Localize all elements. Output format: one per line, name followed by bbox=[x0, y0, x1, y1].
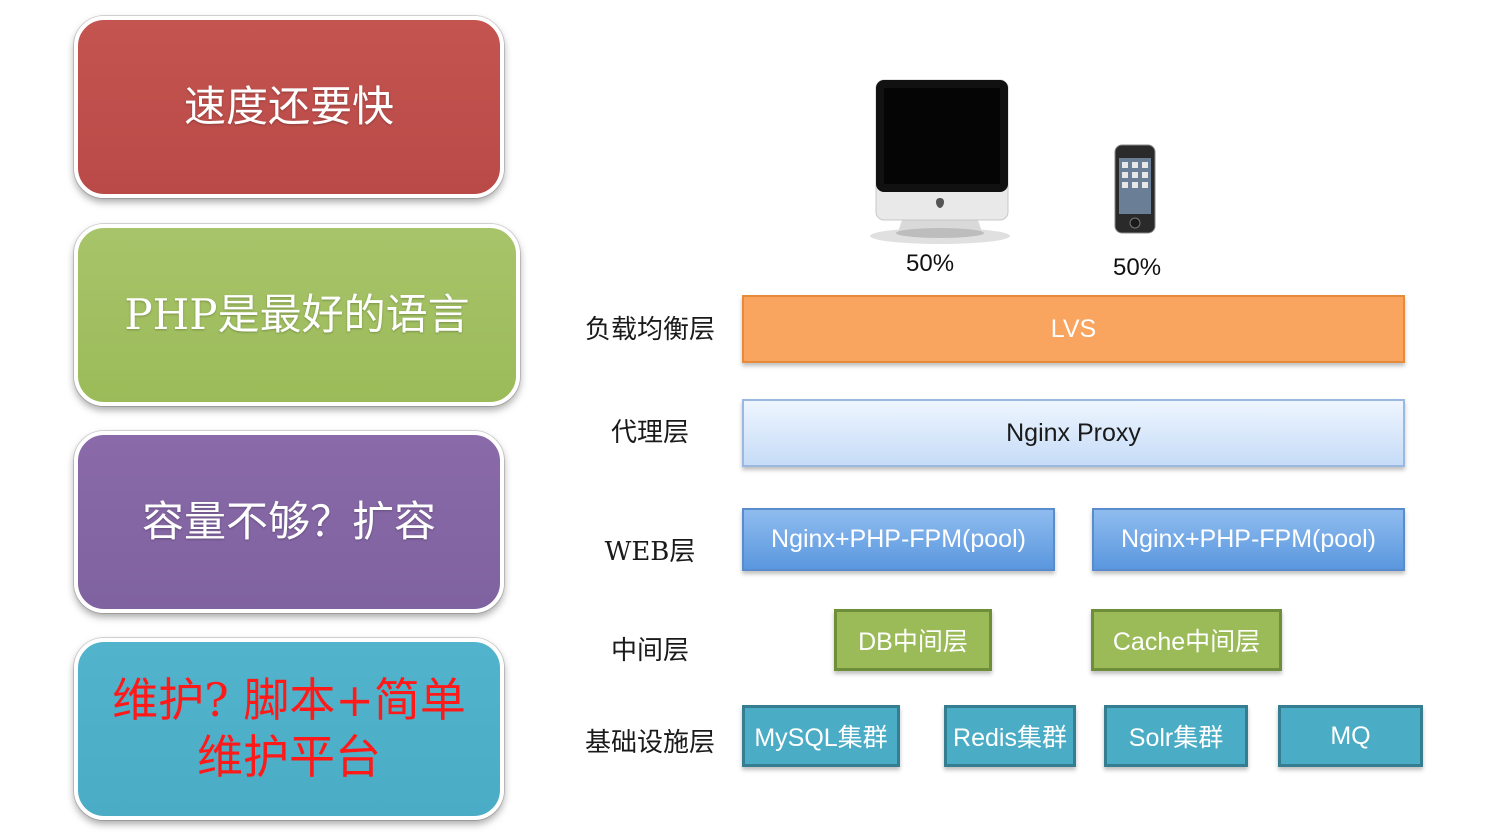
cache-middle-box: Cache中间层 bbox=[1091, 609, 1282, 671]
redis-cluster-box: Redis集群 bbox=[944, 705, 1076, 767]
desktop-computer-icon bbox=[870, 79, 1010, 244]
nginx-proxy-box: Nginx Proxy bbox=[742, 399, 1405, 467]
label-web: WEB层 bbox=[604, 537, 696, 567]
lvs-box: LVS bbox=[742, 295, 1405, 363]
mysql-cluster-box: MySQL集群 bbox=[742, 705, 900, 767]
web-pool-box-1: Nginx+PHP-FPM(pool) bbox=[742, 508, 1055, 571]
card-speed-text: 速度还要快 bbox=[183, 81, 394, 131]
label-load-balance: 负载均衡层 bbox=[584, 315, 715, 345]
mq-box: MQ bbox=[1278, 705, 1423, 767]
web-pool-box-2: Nginx+PHP-FPM(pool) bbox=[1092, 508, 1405, 571]
card-maintenance-text: 维护? 脚本+简单 维护平台 bbox=[112, 672, 466, 785]
label-middle: 中间层 bbox=[610, 636, 689, 666]
smartphone-icon bbox=[1114, 144, 1156, 234]
solr-cluster-box: Solr集群 bbox=[1104, 705, 1248, 767]
phone-share: 50% bbox=[1113, 254, 1162, 281]
card-maintenance: 维护? 脚本+简单 维护平台 bbox=[74, 638, 504, 820]
db-middle-box: DB中间层 bbox=[834, 609, 992, 671]
card-speed: 速度还要快 bbox=[74, 16, 504, 198]
card-php: PHP是最好的语言 bbox=[74, 224, 520, 406]
desktop-share: 50% bbox=[906, 250, 955, 277]
label-infra: 基础设施层 bbox=[584, 728, 715, 758]
card-php-text: PHP是最好的语言 bbox=[124, 289, 470, 339]
card-capacity-text: 容量不够？扩容 bbox=[141, 496, 436, 546]
label-proxy: 代理层 bbox=[610, 418, 689, 448]
card-capacity: 容量不够？扩容 bbox=[74, 431, 504, 613]
